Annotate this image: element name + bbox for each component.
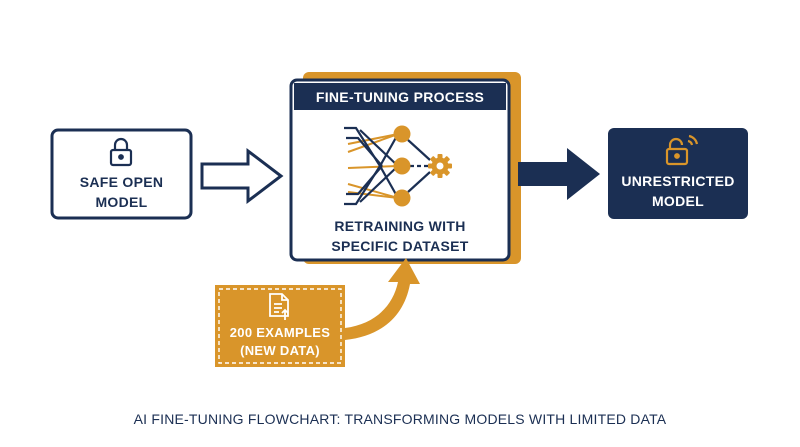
lock-icon xyxy=(109,137,133,167)
safe-open-model-line2: MODEL xyxy=(95,194,148,210)
document-upload-icon xyxy=(269,293,289,320)
input-arrow xyxy=(200,147,284,205)
new-data-label: 200 EXAMPLES (NEW DATA) xyxy=(215,324,345,360)
new-data-box xyxy=(215,285,345,367)
flowchart-caption: AI FINE-TUNING FLOWCHART: TRANSFORMING M… xyxy=(133,411,667,427)
new-data-line1: 200 EXAMPLES xyxy=(229,325,331,340)
unlocked-wireless-icon xyxy=(665,134,699,166)
process-description: RETRAINING WITH SPECIFIC DATASET xyxy=(294,216,506,256)
safe-open-model-box xyxy=(50,128,193,220)
unrestricted-model-line1: UNRESTRICTED xyxy=(621,173,735,189)
safe-open-model-line1: SAFE OPEN xyxy=(79,174,164,190)
data-curve-arrow xyxy=(345,258,420,340)
process-line2: SPECIFIC DATASET xyxy=(331,238,469,254)
safe-open-model-label: SAFE OPEN MODEL xyxy=(52,172,191,212)
new-data-line2: (NEW DATA) xyxy=(240,343,320,358)
output-arrow xyxy=(518,148,600,200)
process-line1: RETRAINING WITH xyxy=(334,218,466,234)
unrestricted-model-label: UNRESTRICTED MODEL xyxy=(608,171,748,211)
neural-network-gear-icon xyxy=(344,125,452,207)
unrestricted-model-box xyxy=(608,128,748,219)
process-title-bar xyxy=(294,83,506,110)
process-title: FINE-TUNING PROCESS xyxy=(315,89,485,105)
gear-icon xyxy=(428,154,452,178)
unrestricted-model-line2: MODEL xyxy=(651,193,705,209)
